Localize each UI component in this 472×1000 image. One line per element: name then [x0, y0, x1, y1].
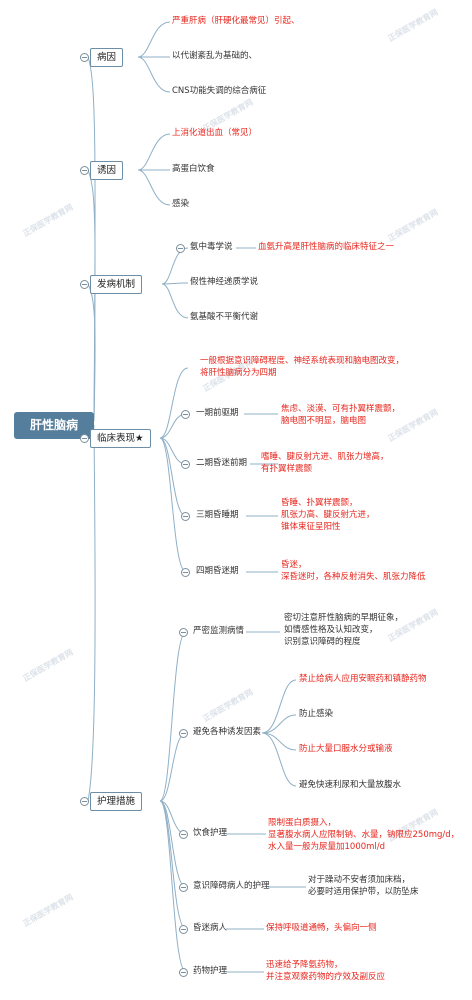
nursing-monitor: 严密监测病情 — [193, 626, 245, 636]
collapse-toggle[interactable] — [176, 244, 185, 253]
stage-1-detail: 焦虑、淡漠、可有扑翼样震颤， — [281, 404, 401, 414]
collapse-toggle[interactable] — [80, 53, 89, 62]
diet-detail: 限制蛋白质摄入， — [268, 818, 337, 828]
conscious-detail: 必要时适用保护带，以防坠床 — [308, 887, 419, 897]
branch-nursing[interactable]: 护理措施 — [90, 792, 143, 811]
nursing-monitor-detail: 识别意识障碍的程度 — [284, 637, 361, 647]
stage-2-detail: 有扑翼样震颤 — [261, 464, 313, 474]
stage-3: 三期昏睡期 — [196, 510, 239, 520]
conscious-detail: 对于躁动不安者须加床档， — [308, 875, 411, 885]
cause-item: 严重肝病（肝硬化最常见）引起、 — [172, 16, 300, 26]
branch-clinical[interactable]: 临床表现★ — [90, 429, 151, 448]
clinical-intro: 一般根据意识障碍程度、神经系统表现和脑电图改变， — [200, 356, 405, 366]
trigger-item: 高蛋白饮食 — [172, 164, 215, 174]
collapse-toggle[interactable] — [179, 968, 188, 977]
mechanism-false-neuro: 假性神经递质学说 — [190, 277, 259, 287]
stage-1-detail: 脑电图不明显，脑电图 — [281, 416, 367, 426]
nursing-monitor-detail: 密切注意肝性脑病的早期征象， — [284, 613, 404, 623]
collapse-toggle[interactable] — [80, 280, 89, 289]
diet-detail: 水入量一般为尿量加1000ml/d — [268, 842, 386, 852]
stage-3-detail: 肌张力高、腱反射亢进， — [281, 510, 375, 520]
nursing-avoid: 避免各种诱发因素 — [193, 727, 262, 737]
coma-detail: 保持呼吸道通畅，头偏向一侧 — [266, 923, 377, 933]
stage-3-detail: 锥体束征呈阳性 — [281, 522, 341, 532]
avoid-item: 防止大量口服水分或输液 — [299, 744, 393, 754]
collapse-toggle[interactable] — [181, 410, 190, 419]
trigger-item: 感染 — [172, 199, 190, 209]
collapse-toggle[interactable] — [179, 830, 188, 839]
mechanism-ammonia: 氨中毒学说 — [190, 242, 233, 252]
collapse-toggle[interactable] — [80, 434, 89, 443]
stage-2-detail: 嗜睡、腱反射亢进、肌张力增高， — [261, 452, 389, 462]
stage-4-detail: 昏迷， — [281, 560, 307, 570]
nursing-diet: 饮食护理 — [193, 828, 228, 838]
branch-mechanism[interactable]: 发病机制 — [90, 275, 143, 294]
avoid-item: 禁止给病人应用安眠药和镇静药物 — [299, 674, 427, 684]
stage-3-detail: 昏睡、扑翼样震颤， — [281, 498, 358, 508]
nursing-coma: 昏迷病人 — [193, 923, 228, 933]
collapse-toggle[interactable] — [179, 729, 188, 738]
stage-1: 一期前驱期 — [196, 408, 239, 418]
mechanism-amino: 氨基酸不平衡代谢 — [190, 312, 259, 322]
trigger-item: 上消化道出血（常见） — [172, 128, 258, 138]
collapse-toggle[interactable] — [80, 166, 89, 175]
diet-detail: 显著腹水病人应限制钠、水量，钠限应250mg/d， — [268, 830, 460, 840]
drug-detail: 迅速给予降氨药物， — [266, 960, 343, 970]
collapse-toggle[interactable] — [181, 512, 190, 521]
nursing-drug: 药物护理 — [193, 966, 228, 976]
drug-detail: 并注意观察药物的疗效及副反应 — [266, 972, 386, 982]
mechanism-ammonia-note: 血氨升高是肝性脑病的临床特征之一 — [258, 242, 395, 252]
collapse-toggle[interactable] — [179, 628, 188, 637]
nursing-conscious: 意识障碍病人的护理 — [193, 881, 270, 891]
collapse-toggle[interactable] — [179, 883, 188, 892]
cause-item: CNS功能失调的综合病征 — [172, 86, 267, 96]
collapse-toggle[interactable] — [80, 797, 89, 806]
stage-4-detail: 深昏迷时，各种反射消失、肌张力降低 — [281, 572, 426, 582]
root-topic[interactable]: 肝性脑病 — [14, 412, 94, 439]
avoid-item: 避免快速利尿和大量放腹水 — [299, 780, 402, 790]
avoid-item: 防止感染 — [299, 709, 334, 719]
collapse-toggle[interactable] — [179, 925, 188, 934]
collapse-toggle[interactable] — [181, 568, 190, 577]
stage-4: 四期昏迷期 — [196, 566, 239, 576]
stage-2: 二期昏迷前期 — [196, 458, 248, 468]
cause-item: 以代谢紊乱为基础的、 — [172, 51, 258, 61]
branch-trigger[interactable]: 诱因 — [90, 161, 124, 180]
clinical-intro: 将肝性脑病分为四期 — [200, 368, 277, 378]
nursing-monitor-detail: 如情感性格及认知改变， — [284, 625, 378, 635]
collapse-toggle[interactable] — [181, 460, 190, 469]
branch-cause[interactable]: 病因 — [90, 48, 124, 67]
